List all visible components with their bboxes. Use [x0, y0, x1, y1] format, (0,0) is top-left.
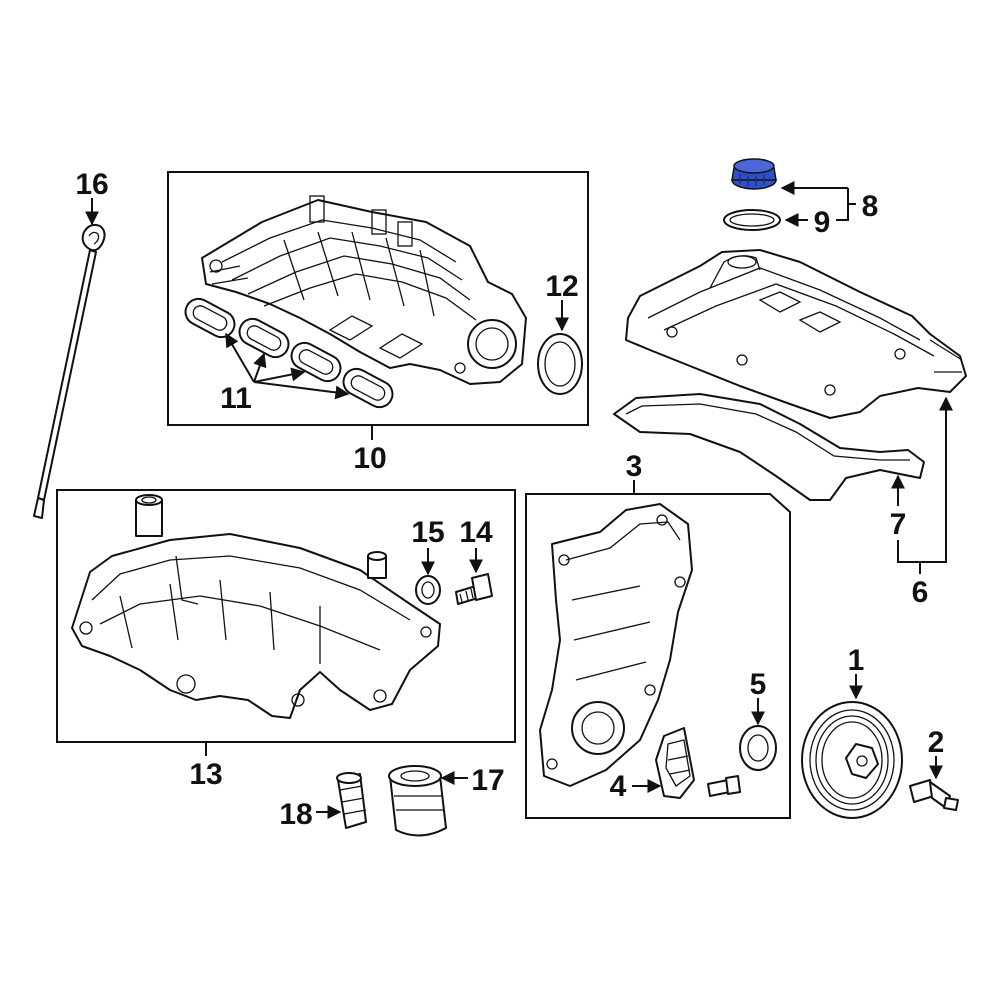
drain-plug-washer-part[interactable] — [415, 575, 441, 605]
callout-17: 17 — [471, 764, 504, 797]
crankshaft-pulley-part[interactable] — [801, 701, 903, 819]
timing-cover-part[interactable] — [539, 503, 693, 787]
callout-4: 4 — [610, 770, 627, 803]
dipstick-part[interactable] — [33, 223, 106, 519]
callout-3: 3 — [626, 450, 643, 483]
intake-manifold-group-frame — [167, 171, 589, 426]
callout-16: 16 — [75, 168, 108, 201]
oil-filter-part[interactable] — [388, 765, 447, 837]
oil-filter-adapter-part[interactable] — [336, 772, 367, 829]
callout-18: 18 — [279, 798, 312, 831]
throttle-body-gasket-part[interactable] — [537, 333, 583, 395]
callout-5: 5 — [750, 668, 767, 701]
crankshaft-pulley-bolt-part[interactable] — [909, 779, 959, 811]
crankshaft-seal-part[interactable] — [739, 725, 777, 771]
callout-10: 10 — [353, 442, 386, 475]
callout-11: 11 — [220, 382, 252, 415]
intake-manifold-part[interactable] — [201, 195, 527, 385]
oil-filler-cap-part[interactable] — [731, 158, 777, 190]
drain-plug-part[interactable] — [455, 573, 493, 605]
callout-8: 8 — [862, 190, 879, 223]
callout-13: 13 — [189, 758, 222, 791]
callout-15: 15 — [411, 516, 444, 549]
intake-manifold-gaskets-part[interactable] — [181, 294, 397, 411]
callout-2: 2 — [928, 726, 945, 759]
callout-7: 7 — [890, 508, 907, 541]
oil-filler-cap-seal-part[interactable] — [723, 209, 781, 231]
valve-cover-gasket-part[interactable] — [613, 393, 925, 501]
valve-cover-part[interactable] — [625, 249, 967, 419]
leader-lines — [85, 181, 953, 819]
callout-1: 1 — [848, 644, 865, 677]
timing-cover-gasket-part[interactable] — [655, 727, 695, 799]
callout-12: 12 — [545, 270, 578, 303]
timing-cover-bolt-part[interactable] — [707, 775, 741, 797]
callout-14: 14 — [459, 516, 493, 549]
callout-9: 9 — [814, 206, 831, 239]
oil-pan-group-frame — [56, 489, 516, 743]
oil-pan-dowel-large-part[interactable] — [135, 494, 163, 537]
timing-cover-group-frame — [525, 493, 791, 819]
oil-pan-part[interactable] — [71, 533, 441, 719]
callout-6: 6 — [912, 576, 929, 609]
oil-pan-dowel-small-part[interactable] — [367, 551, 387, 579]
